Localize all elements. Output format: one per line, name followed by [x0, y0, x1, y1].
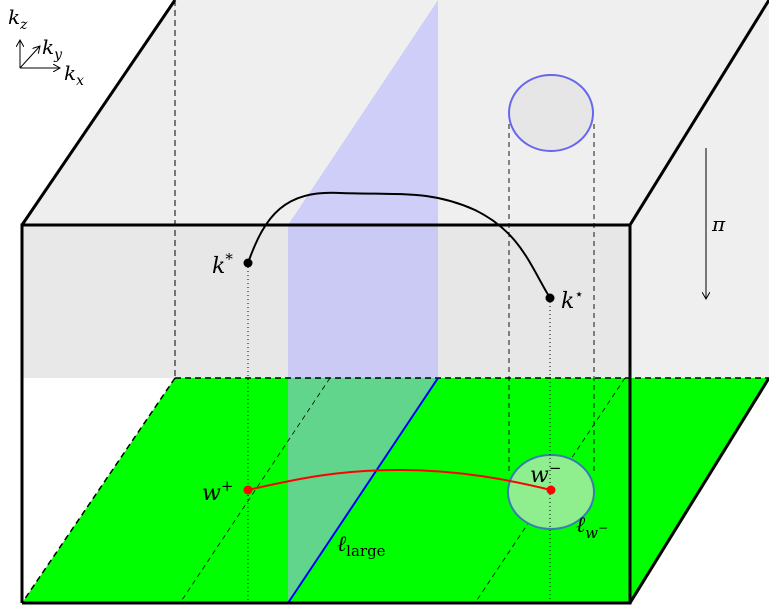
pi-label: π	[711, 212, 726, 236]
axis-y-arrow	[19, 46, 40, 69]
point-w-plus	[243, 485, 253, 495]
box-edge-top-right	[628, 0, 769, 226]
floor-diagonal-left	[179, 377, 331, 604]
label-l-large: ℓlarge	[337, 532, 386, 560]
floor-left-edge	[21, 377, 176, 604]
point-w-minus	[546, 485, 556, 495]
label-w-plus: w+	[202, 477, 233, 506]
label-l-w-minus: ℓw−	[576, 513, 608, 542]
label-w-minus: w−	[530, 459, 561, 488]
box-edge-bottom-right	[628, 377, 769, 604]
axes-indicator: kz ky kx	[8, 5, 84, 89]
axis-y-label: ky	[42, 35, 63, 63]
axis-z-label: kz	[8, 5, 28, 33]
l-large-line	[287, 377, 439, 604]
axis-x-label: kx	[64, 61, 84, 89]
curve-w-projected	[247, 468, 552, 491]
label-k-asterisk: k*	[212, 250, 233, 279]
point-k-star	[545, 293, 555, 303]
box-edge-top-left	[20, 0, 177, 226]
fiber-circle-top	[508, 74, 594, 152]
point-k-asterisk	[243, 258, 253, 268]
floor-plane	[22, 378, 769, 603]
curve-k	[247, 191, 551, 299]
vertical-plane	[288, 0, 438, 603]
label-k-star: k⋆	[561, 285, 584, 314]
